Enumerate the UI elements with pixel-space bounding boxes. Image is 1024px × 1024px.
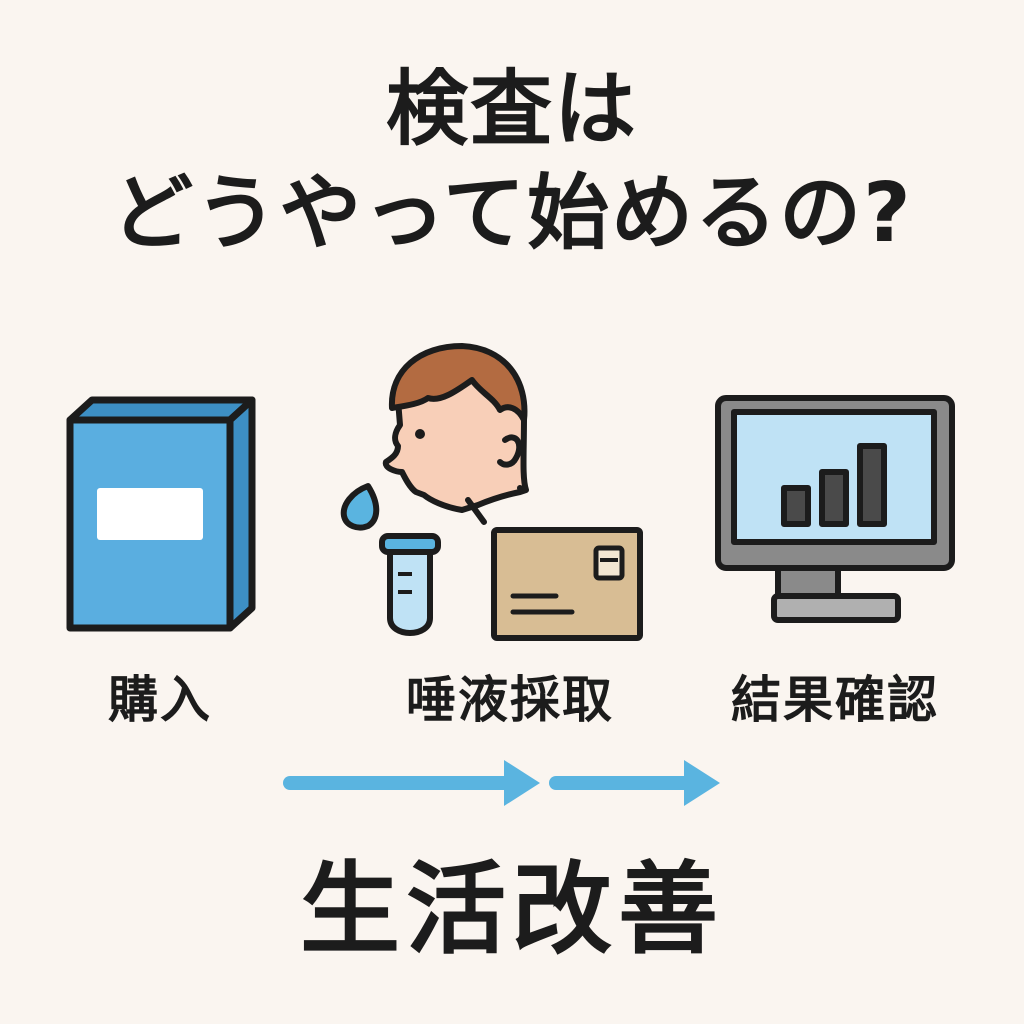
saliva-drop-icon xyxy=(340,483,380,531)
page-title: 検査は どうやって始めるの? xyxy=(0,58,1024,266)
title-line-1: 検査は xyxy=(385,62,638,157)
step-label-saliva-collection: 唾液採取 xyxy=(406,671,614,729)
kit-box-icon xyxy=(66,396,256,632)
flow-arrow-1 xyxy=(283,760,540,806)
step-label-purchase: 購入 xyxy=(108,671,212,729)
footer-lifestyle-improvement: 生活改善 xyxy=(300,851,724,968)
flow-arrow-2 xyxy=(549,760,720,806)
mail-envelope-icon xyxy=(491,527,643,641)
monitor-chart-icon xyxy=(715,395,955,623)
test-tube-icon xyxy=(379,533,441,636)
person-profile-icon xyxy=(382,343,529,525)
step-label-check-results: 結果確認 xyxy=(731,671,939,729)
title-line-2: どうやって始めるの? xyxy=(111,166,913,261)
